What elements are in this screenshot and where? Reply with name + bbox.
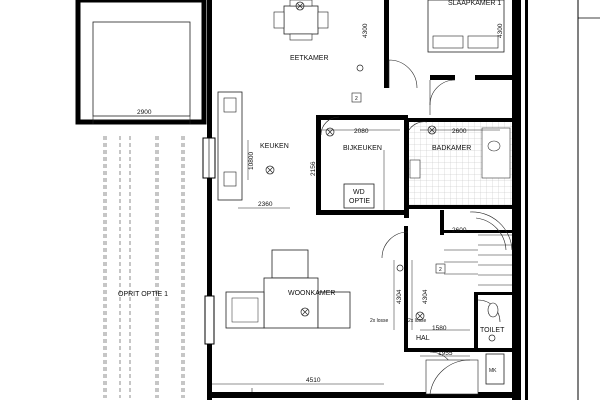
garage bbox=[75, 0, 207, 125]
meter-cupboard-label: MK bbox=[489, 368, 497, 374]
marker-a-text: 2 bbox=[355, 96, 358, 102]
driveway-tracks bbox=[103, 136, 185, 398]
dimension-2156: 2156 bbox=[310, 161, 317, 176]
staircase bbox=[444, 211, 513, 286]
bathroom-sink bbox=[487, 140, 501, 152]
marker-box-b bbox=[435, 263, 446, 274]
bed bbox=[427, 0, 505, 53]
room-label-eetkamer: EETKAMER bbox=[290, 55, 329, 62]
dimension-4510: 4510 bbox=[306, 377, 321, 384]
dimension-lines bbox=[212, 129, 500, 385]
window-left-kitchen bbox=[202, 137, 216, 179]
interior-walls bbox=[316, 0, 512, 352]
room-label-slaapkamer: SLAAPKAMER 1 bbox=[448, 0, 501, 7]
dimension-10800: 10800 bbox=[248, 152, 255, 170]
marker-b-text: 2 bbox=[439, 267, 442, 273]
dimension-4304-right: 4304 bbox=[422, 289, 429, 304]
dimension-2600-bath: 2600 bbox=[452, 128, 467, 135]
note-living-left: 2x losse bbox=[370, 318, 389, 324]
dimension-1580: 1580 bbox=[432, 325, 447, 332]
outer-walls bbox=[207, 0, 600, 400]
room-label-woonkamer: WOONKAMER bbox=[288, 290, 335, 297]
living-furniture bbox=[225, 249, 351, 329]
room-label-badkamer: BADKAMER bbox=[432, 145, 471, 152]
door-swings bbox=[251, 59, 501, 392]
bathroom-toilet bbox=[409, 159, 421, 179]
dimension-4304-left: 4304 bbox=[396, 289, 403, 304]
kitchen-counter bbox=[217, 91, 243, 201]
window-left-living bbox=[204, 295, 215, 345]
driveway-label: OPRIT OPTIE 1 bbox=[118, 291, 168, 298]
room-label-bijkeuken: BIJKEUKEN bbox=[343, 145, 382, 152]
dimension-1955: 1955 bbox=[438, 350, 453, 357]
meter-cupboard bbox=[485, 353, 505, 385]
wd-box bbox=[343, 183, 375, 209]
room-label-toilet: TOILET bbox=[480, 327, 505, 334]
toilet-bowl bbox=[487, 302, 499, 318]
wd-label-line1: WD bbox=[353, 189, 365, 196]
wd-label-line2: OPTIE bbox=[349, 198, 370, 205]
dimension-2360: 2360 bbox=[258, 201, 273, 208]
dimension-4300-dining: 4300 bbox=[362, 23, 369, 38]
room-label-hal: HAL bbox=[416, 335, 430, 342]
note-living-right: 2x losse bbox=[408, 318, 427, 324]
dimension-2900: 2900 bbox=[137, 109, 152, 116]
bathroom-shower bbox=[481, 127, 511, 179]
room-label-keuken: KEUKEN bbox=[260, 143, 289, 150]
dimension-2080: 2080 bbox=[354, 128, 369, 135]
dimension-4300-bedroom: 4300 bbox=[497, 23, 504, 38]
marker-box-a bbox=[351, 92, 362, 103]
dining-table bbox=[273, 0, 329, 41]
dimension-2600-stair: 2600 bbox=[452, 227, 467, 234]
front-door bbox=[425, 359, 479, 395]
